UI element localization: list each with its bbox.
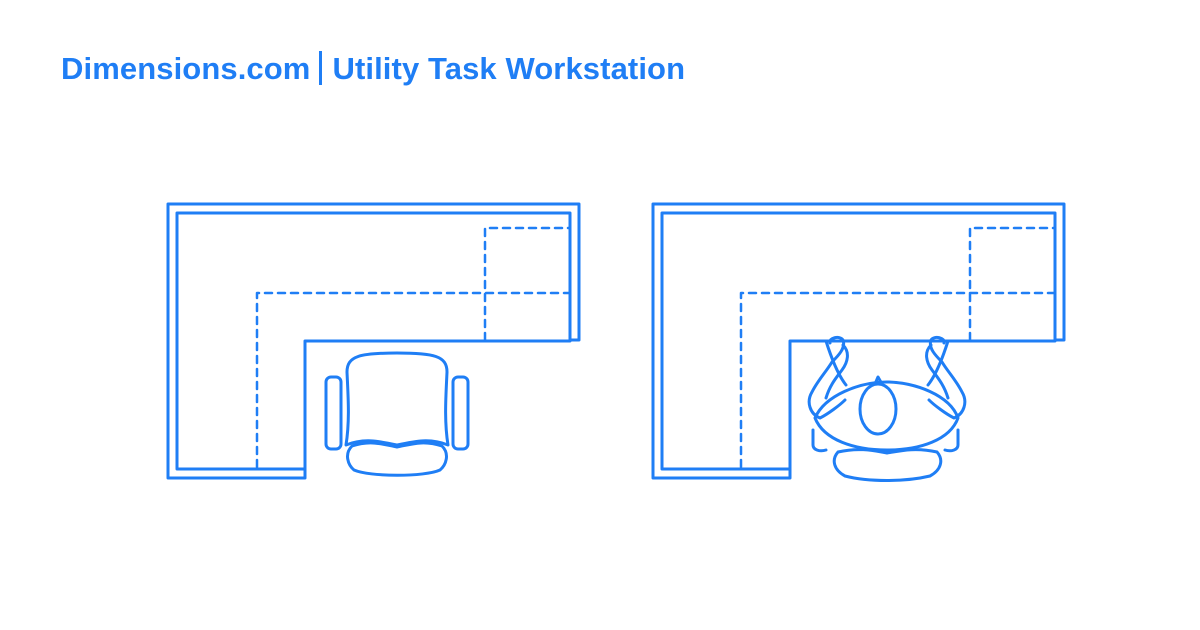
page-title: Dimensions.com Utility Task Workstation [61, 49, 685, 89]
dashed-work-zones [739, 226, 1057, 469]
title-separator [319, 51, 323, 85]
desk-inner-outline [660, 211, 1057, 471]
desk-outer-outline [651, 202, 1066, 480]
desk-outer-outline [166, 202, 581, 480]
workstation-plan-right [651, 202, 1066, 482]
desk-inner-outline [175, 211, 572, 471]
task-chair-icon [324, 351, 470, 477]
workstation-plan-left [166, 202, 581, 480]
brand-name: Dimensions.com [61, 51, 311, 86]
drawing-title: Utility Task Workstation [332, 51, 686, 86]
seated-person-icon [807, 335, 967, 482]
dashed-work-zones [255, 226, 572, 469]
